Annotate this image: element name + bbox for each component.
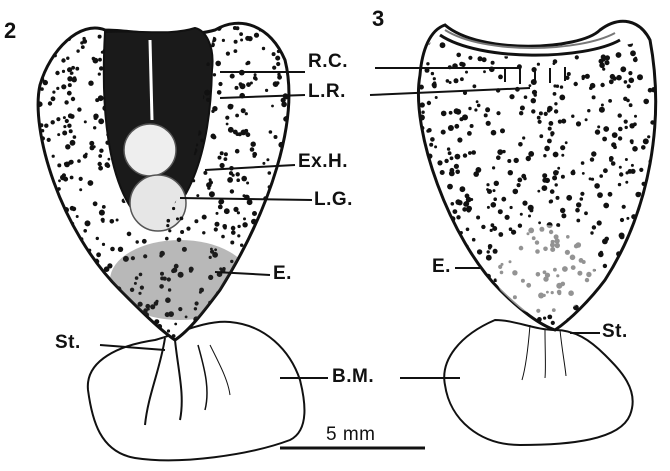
label-rc: R.C.: [308, 52, 348, 71]
label-lr: L.R.: [308, 82, 346, 101]
figure-number-2: 2: [4, 20, 16, 42]
scale-bar-label: 5 mm: [326, 425, 376, 444]
gemma-upper: [124, 124, 176, 176]
label-e-right: E.: [432, 257, 451, 276]
figure-number-3: 3: [372, 8, 384, 30]
label-e-left: E.: [273, 264, 292, 283]
basal-mass-left: [88, 322, 305, 460]
specimen-left: [33, 18, 305, 460]
gemma-lower: [130, 175, 186, 231]
label-exh: Ex.H.: [298, 152, 348, 171]
label-st-right: St.: [602, 322, 628, 341]
label-lg: L.G.: [314, 190, 353, 209]
specimen-right: [408, 19, 670, 445]
label-st-left: St.: [55, 333, 81, 352]
label-bm: B.M.: [332, 367, 374, 386]
